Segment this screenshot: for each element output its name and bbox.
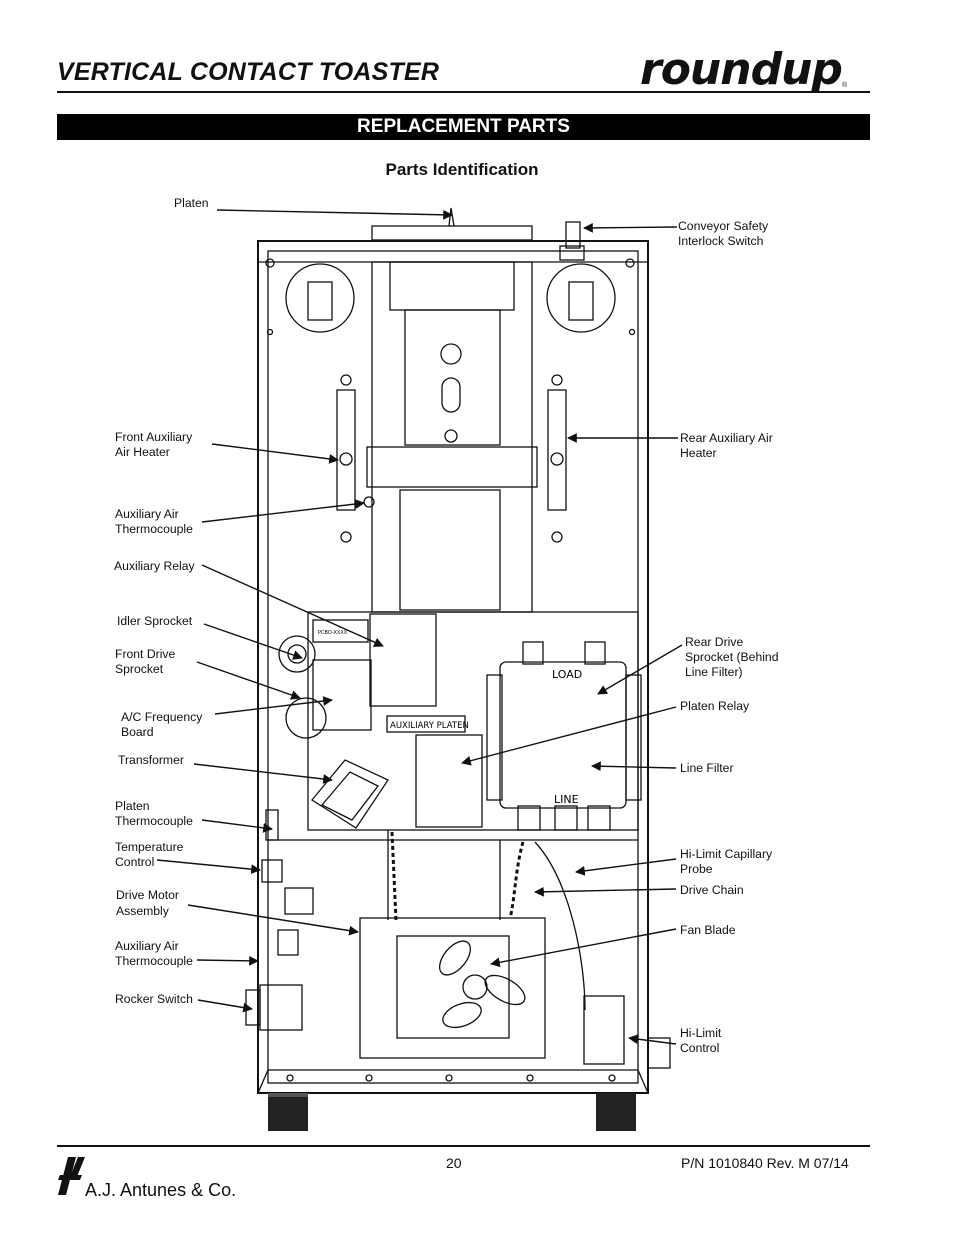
arrow-idler-sprocket — [203, 623, 303, 660]
section-subtitle: Parts Identification — [385, 160, 539, 179]
platen-relay-shape — [415, 734, 483, 828]
arrow-ac-freq-board — [214, 696, 333, 715]
arrow-temp-control — [156, 859, 261, 875]
arrow-hi-limit-probe — [575, 858, 677, 876]
fan-housing — [359, 917, 546, 1059]
section-title-bar: REPLACEMENT PARTS — [57, 114, 870, 140]
idler-sprocket-shape — [278, 635, 316, 673]
header-rule — [57, 91, 870, 93]
rear-aux-heater-shape — [547, 389, 567, 511]
arrow-rocker-switch — [197, 999, 253, 1013]
arrow-front-drive-sprocket — [196, 661, 301, 700]
aux-platen-text: AUXILIARY PLATEN — [390, 721, 469, 731]
drive-chain-shape — [508, 841, 525, 919]
label-drive-motor: Drive Motor Assembly — [116, 888, 179, 918]
label-aux-thermocouple-bottom: Auxiliary Air Thermocouple — [115, 939, 193, 968]
line-text: LINE — [554, 793, 579, 806]
label-platen-relay: Platen Relay — [680, 699, 750, 713]
auxiliary-relay-shape — [369, 613, 437, 707]
arrow-aux-thermocouple — [201, 499, 365, 523]
platen-shape — [371, 225, 533, 241]
label-rear-aux-heater: Rear Auxiliary Air Heater — [680, 431, 773, 460]
label-line-filter: Line Filter — [680, 761, 734, 775]
load-text: LOAD — [552, 668, 582, 681]
brand-registered-mark: ® — [842, 82, 848, 89]
left-foot — [268, 1093, 308, 1131]
arrow-conveyor-safety — [583, 223, 678, 233]
document-title: VERTICAL CONTACT TOASTER — [57, 58, 440, 86]
right-foot — [596, 1093, 636, 1131]
line-filter-shape — [499, 661, 627, 809]
label-conveyor-safety: Conveyor Safety Interlock Switch — [678, 219, 769, 248]
label-platen: Platen — [174, 196, 209, 210]
arrow-transformer — [193, 763, 333, 784]
label-front-drive-sprocket: Front Drive Sprocket — [115, 647, 176, 676]
arrow-hi-limit-control — [628, 1034, 677, 1045]
label-hi-limit-probe: Hi-Limit Capillary Probe — [680, 847, 773, 876]
part-number: P/N 1010840 Rev. M 07/14 — [681, 1155, 849, 1171]
label-idler-sprocket: Idler Sprocket — [117, 614, 193, 628]
page-number: 20 — [446, 1155, 462, 1171]
arrow-drive-chain — [534, 886, 677, 897]
fan-blade-shape — [438, 940, 472, 976]
label-fan-blade: Fan Blade — [680, 923, 736, 937]
transformer-shape — [311, 759, 389, 829]
label-temp-control: Temperature Control — [115, 840, 184, 869]
label-drive-chain: Drive Chain — [680, 883, 744, 897]
label-front-aux-heater: Front Auxiliary Air Heater — [115, 430, 193, 459]
arrow-aux-thermocouple-bottom — [196, 955, 259, 966]
arrow-aux-relay — [201, 564, 384, 647]
arrow-rear-drive-sprocket — [597, 644, 683, 695]
control-plate — [307, 611, 639, 831]
hi-limit-control-shape — [583, 995, 625, 1065]
label-aux-relay: Auxiliary Relay — [114, 559, 195, 573]
arrow-front-aux-heater — [211, 443, 339, 464]
company-logo-icon — [58, 1157, 85, 1195]
arrow-platen-thermocouple — [201, 819, 273, 833]
label-rocker-switch: Rocker Switch — [115, 992, 193, 1006]
cabinet-outline — [257, 240, 649, 1094]
front-aux-heater-shape — [336, 389, 356, 511]
footer-rule — [57, 1145, 870, 1147]
label-hi-limit-control: Hi-Limit Control — [680, 1026, 722, 1055]
company-name: A.J. Antunes & Co. — [85, 1180, 237, 1200]
label-ac-freq-board: A/C Frequency Board — [121, 710, 203, 739]
board-code-text: PCBO-XXXX — [318, 630, 348, 636]
arrow-platen — [216, 209, 453, 220]
label-aux-thermocouple-top: Auxiliary Air Thermocouple — [115, 507, 193, 536]
label-platen-thermocouple: Platen Thermocouple — [115, 799, 193, 828]
ac-frequency-board-shape — [312, 659, 372, 731]
label-transformer: Transformer — [118, 753, 184, 767]
brand-logo: roundup — [640, 44, 843, 95]
label-rear-drive-sprocket: Rear Drive Sprocket (Behind Line Filter) — [685, 635, 779, 679]
arrow-platen-relay — [461, 706, 677, 766]
arrow-drive-motor — [187, 904, 359, 936]
front-drive-sprocket-shape — [285, 697, 327, 739]
arrow-line-filter — [591, 761, 677, 772]
arrow-fan-blade — [490, 928, 677, 968]
